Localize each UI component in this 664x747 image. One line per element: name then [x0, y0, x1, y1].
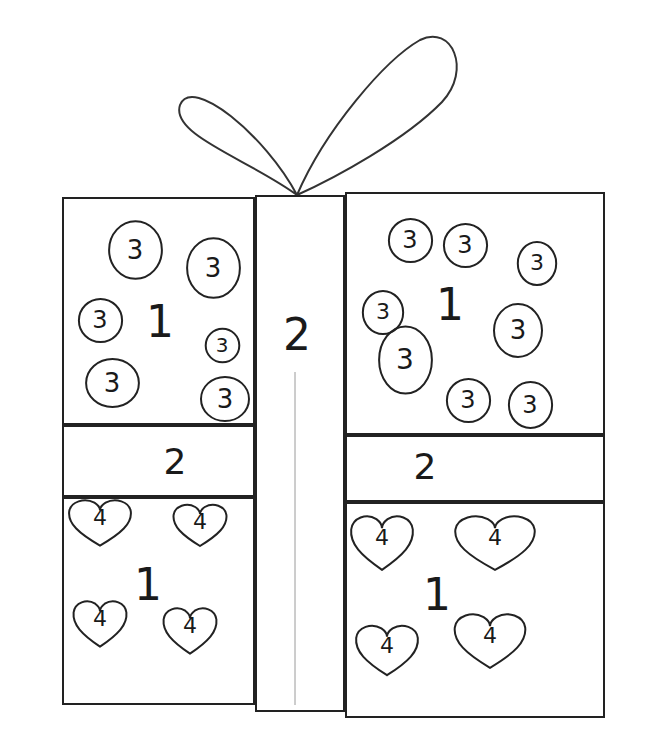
heart-shape: 4 — [160, 603, 220, 658]
panel-region: 14444 — [62, 497, 255, 705]
circle-shape: 3 — [493, 303, 543, 358]
circle-shape: 3 — [205, 328, 240, 363]
color-number: 4 — [488, 527, 502, 549]
color-number: 3 — [217, 386, 234, 412]
circle-shape: 3 — [443, 223, 488, 268]
bow-loop — [179, 97, 297, 195]
color-number: 3 — [92, 308, 107, 332]
circle-shape: 3 — [446, 378, 491, 423]
region-number: 1 — [423, 573, 451, 617]
ribbon-fold-line — [295, 372, 296, 705]
bow-loop — [297, 37, 457, 195]
panel-region: 133333333 — [345, 192, 605, 435]
heart-shape: 4 — [352, 620, 422, 680]
color-number: 4 — [483, 625, 497, 647]
color-number: 4 — [93, 608, 107, 630]
color-number: 3 — [104, 370, 121, 396]
circle-shape: 3 — [200, 376, 250, 422]
region-number: 1 — [134, 563, 162, 607]
circle-shape: 3 — [517, 241, 557, 286]
heart-shape: 4 — [450, 608, 530, 673]
circle-shape: 3 — [78, 298, 123, 343]
heart-shape: 4 — [65, 495, 135, 550]
color-number: 3 — [376, 301, 390, 323]
color-number: 3 — [205, 255, 222, 281]
color-number: 4 — [93, 507, 107, 529]
ribbon-band: 2 — [255, 195, 345, 712]
region-number: 2 — [283, 313, 311, 357]
heart-shape: 4 — [450, 510, 540, 575]
color-number: 3 — [530, 252, 544, 274]
color-number: 4 — [380, 635, 394, 657]
color-number: 4 — [183, 615, 197, 637]
circle-shape: 3 — [186, 237, 241, 299]
region-number: 2 — [414, 449, 437, 485]
color-number: 4 — [193, 511, 207, 533]
panel-region: 1333333 — [62, 197, 255, 425]
heart-shape: 4 — [347, 510, 417, 575]
color-number: 3 — [216, 335, 229, 355]
ribbon-band: 2 — [345, 435, 605, 502]
color-number: 3 — [396, 346, 414, 374]
circle-shape: 3 — [108, 220, 163, 280]
color-number: 3 — [522, 393, 537, 417]
region-number: 1 — [146, 300, 174, 344]
ribbon-band: 2 — [62, 425, 255, 497]
panel-region: 1 4 4 4 4 — [345, 502, 605, 718]
circle-shape: 3 — [378, 325, 433, 395]
region-number: 2 — [164, 444, 187, 480]
circle-shape: 3 — [85, 358, 140, 408]
region-number: 1 — [436, 283, 464, 327]
heart-shape: 4 — [170, 500, 230, 550]
color-number: 3 — [460, 388, 475, 412]
circle-shape: 3 — [508, 381, 553, 429]
color-number: 3 — [127, 237, 144, 263]
color-number: 3 — [402, 228, 417, 252]
heart-shape: 4 — [70, 596, 130, 651]
color-number: 4 — [375, 527, 389, 549]
color-number: 3 — [457, 233, 472, 257]
color-number: 3 — [510, 317, 527, 343]
circle-shape: 3 — [388, 218, 433, 263]
